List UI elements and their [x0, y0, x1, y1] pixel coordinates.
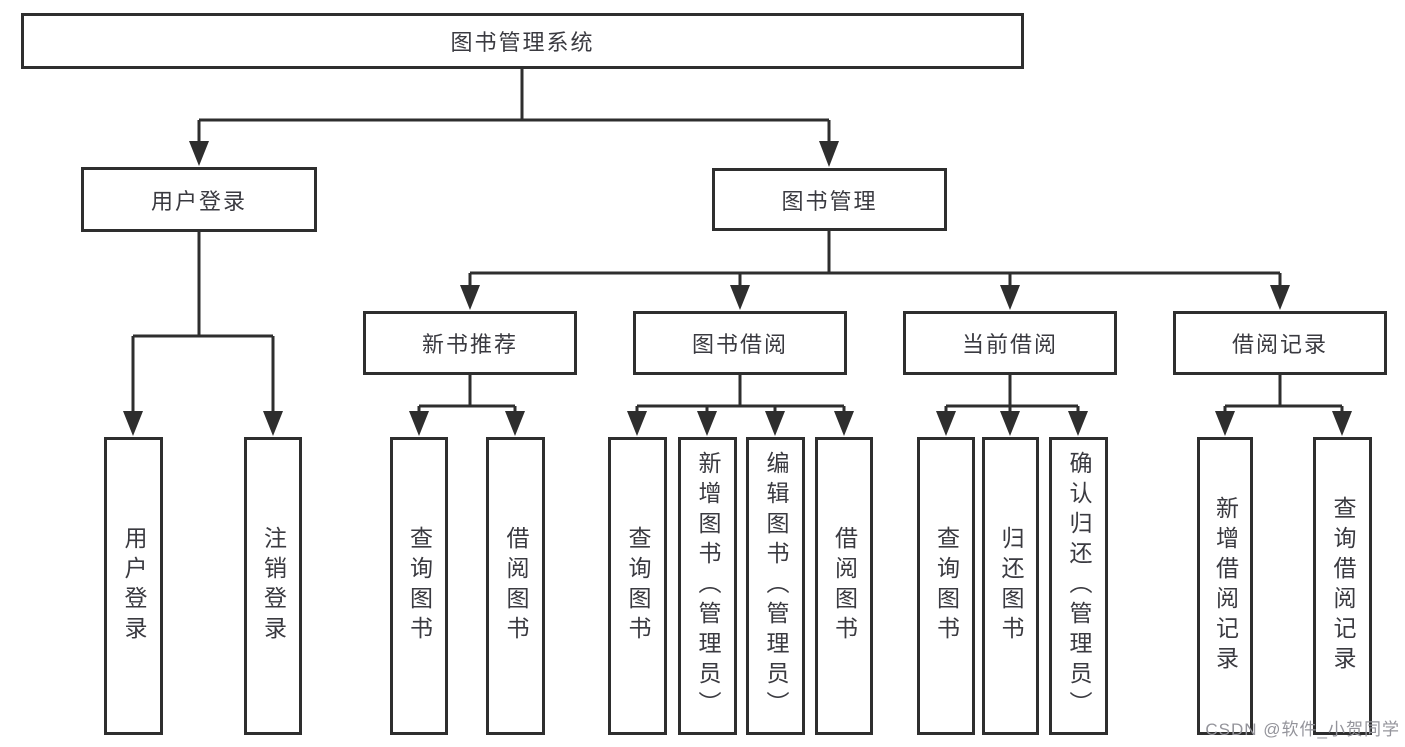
node-root-label: 图书管理系统 — [450, 30, 595, 55]
leaf-newbook-borrow-books-label: 借阅图书 — [503, 526, 529, 646]
leaf-borrow-borrow-books: 借阅图书 — [815, 437, 873, 735]
arrowhead-icon — [730, 285, 750, 310]
node-borrow-records: 借阅记录 — [1173, 311, 1387, 375]
arrowhead-icon — [1000, 411, 1020, 436]
arrowhead-icon — [263, 411, 283, 436]
leaf-current-confirm-return: 确认归还（管理员） — [1049, 437, 1108, 735]
connector-borrow-records-children — [1223, 375, 1344, 413]
leaf-current-query-books-label: 查询图书 — [933, 526, 960, 646]
connector-current-borrow-children — [944, 375, 1080, 413]
arrowhead-icon — [1068, 411, 1088, 436]
node-user-login-label: 用户登录 — [150, 188, 247, 214]
node-book-borrow-label: 图书借阅 — [691, 332, 788, 357]
connector-book-mgmt-children — [468, 231, 1282, 287]
node-root: 图书管理系统 — [21, 13, 1024, 69]
arrowhead-icon — [189, 141, 209, 166]
arrowhead-icon — [627, 411, 647, 436]
leaf-records-query-record-label: 查询借阅记录 — [1330, 496, 1356, 676]
leaf-borrow-add-books: 新增图书（管理员） — [678, 437, 737, 735]
leaf-logout-label: 注销登录 — [260, 526, 287, 646]
leaf-borrow-edit-books-label: 编辑图书（管理员） — [763, 451, 789, 721]
leaf-records-add-record-label: 新增借阅记录 — [1212, 496, 1239, 676]
arrowhead-icon — [123, 411, 143, 436]
arrowhead-icon — [697, 411, 717, 436]
arrowhead-icon — [936, 411, 956, 436]
leaf-borrow-borrow-books-label: 借阅图书 — [831, 526, 858, 646]
arrowhead-icon — [834, 411, 854, 436]
leaf-borrow-query-books-label: 查询图书 — [625, 526, 651, 646]
leaf-borrow-add-books-label: 新增图书（管理员） — [695, 451, 721, 721]
leaf-current-confirm-return-label: 确认归还（管理员） — [1066, 451, 1092, 721]
leaf-logout: 注销登录 — [244, 437, 302, 735]
leaf-current-return-books: 归还图书 — [982, 437, 1039, 735]
arrowhead-icon — [1270, 285, 1290, 310]
leaf-borrow-query-books: 查询图书 — [608, 437, 667, 735]
node-borrow-records-label: 借阅记录 — [1231, 332, 1328, 357]
leaf-borrow-edit-books: 编辑图书（管理员） — [746, 437, 805, 735]
leaf-current-query-books: 查询图书 — [917, 437, 975, 735]
node-new-book-recommend-label: 新书推荐 — [421, 332, 518, 357]
leaf-current-return-books-label: 归还图书 — [998, 526, 1024, 646]
leaf-records-add-record: 新增借阅记录 — [1197, 437, 1253, 735]
leaf-newbook-query-books-label: 查询图书 — [406, 526, 433, 646]
node-book-borrow: 图书借阅 — [633, 311, 847, 375]
connector-new-book-children — [417, 375, 517, 413]
leaf-user-login-label: 用户登录 — [121, 526, 147, 646]
arrowhead-icon — [1000, 285, 1020, 310]
node-current-borrow: 当前借阅 — [903, 311, 1117, 375]
leaf-records-query-record: 查询借阅记录 — [1313, 437, 1372, 735]
leaf-newbook-query-books: 查询图书 — [390, 437, 448, 735]
connector-root-to-level1 — [197, 69, 831, 143]
node-new-book-recommend: 新书推荐 — [363, 311, 577, 375]
connector-book-borrow-children — [635, 375, 846, 413]
arrowhead-icon — [460, 285, 480, 310]
arrowhead-icon — [1215, 411, 1235, 436]
arrowhead-icon — [409, 411, 429, 436]
arrowhead-icon — [1332, 411, 1352, 436]
node-user-login: 用户登录 — [81, 167, 317, 232]
node-book-management-label: 图书管理 — [781, 188, 878, 214]
arrowhead-icon — [819, 141, 839, 167]
arrowhead-icon — [505, 411, 525, 436]
leaf-user-login: 用户登录 — [104, 437, 163, 735]
leaf-newbook-borrow-books: 借阅图书 — [486, 437, 545, 735]
arrowhead-icon — [765, 411, 785, 436]
csdn-watermark: CSDN @软件_小贺同学 — [1205, 720, 1400, 739]
node-current-borrow-label: 当前借阅 — [961, 332, 1058, 357]
connector-user-login-children — [131, 232, 275, 413]
node-book-management: 图书管理 — [712, 168, 947, 231]
